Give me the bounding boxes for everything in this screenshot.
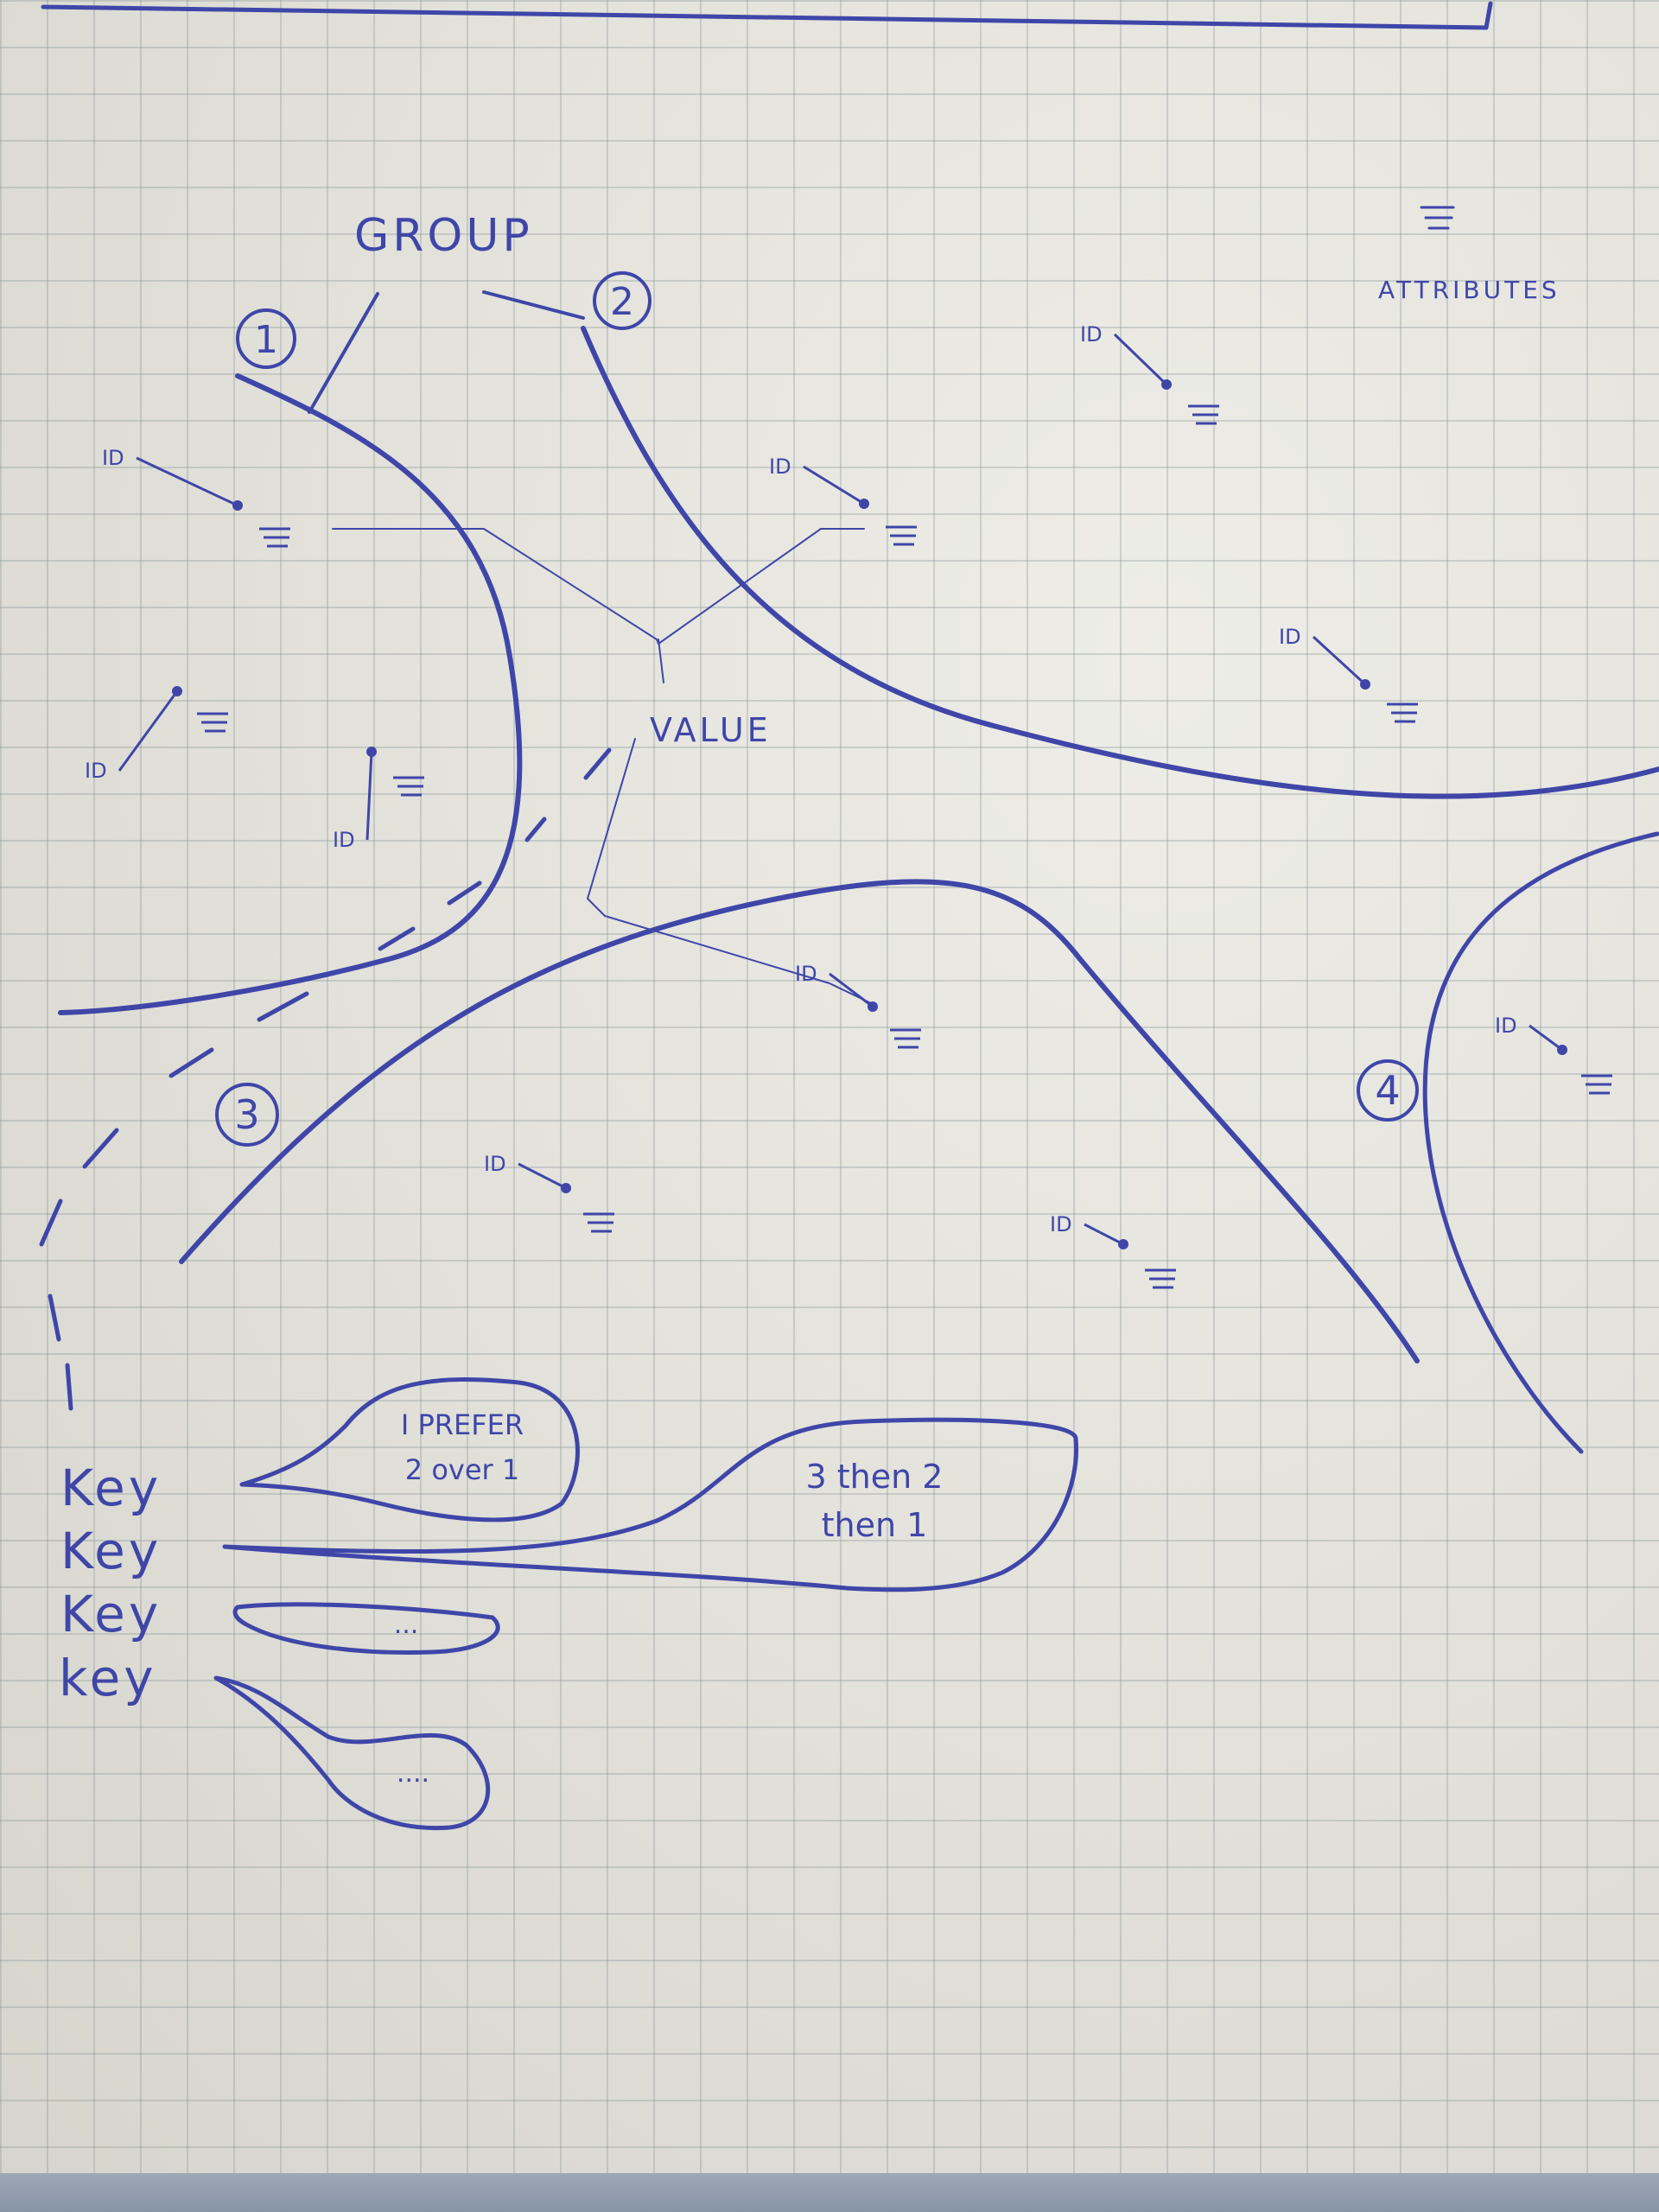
pin-dot [561,1183,571,1193]
pin-dot [232,500,243,511]
svg-text:2: 2 [610,280,634,324]
attribute-lines-icon [197,712,228,733]
curve-4 [1422,831,1659,1454]
bubble-small-dots: ... [394,1610,419,1640]
curve-1 [58,373,523,1015]
id-pin-7: ID [795,962,921,1049]
id-pointer-line [365,751,373,841]
curve-2 [581,326,1659,799]
id-pins-group: ID ID ID ID ID ID ID ID ID ID [85,322,1612,1289]
key-label-4: key [59,1649,157,1707]
id-pointer-line [136,456,238,507]
bubble-order-line-1: 3 then 2 [806,1458,944,1496]
group-pointer-2 [482,290,585,320]
attribute-lines-icon [1581,1074,1612,1095]
pin-dot [366,747,377,757]
bubble-prefer-line-1: I PREFER [401,1408,524,1441]
pin-dot [1118,1239,1128,1249]
bubble-prefer-line-2: 2 over 1 [405,1453,519,1486]
pin-dot [1557,1045,1567,1055]
bubble-order-line-2: then 1 [822,1506,928,1544]
id-pin-3: ID [333,747,424,852]
id-label: ID [1279,625,1301,649]
circled-number-4: 4 [1357,1059,1419,1122]
id-pin-8: ID [484,1152,614,1233]
page-top-border [41,1,1493,30]
id-label: ID [795,962,817,986]
id-label: ID [102,446,124,470]
pin-dot [172,686,182,696]
id-pin-9: ID [1050,1212,1176,1289]
id-pin-2: ID [85,686,228,783]
value-pointer-stem [658,639,664,683]
attribute-lines-icon [890,1028,921,1049]
id-label: ID [769,454,791,479]
key-label-2: Key [60,1522,162,1580]
bubble-cloud [213,1675,491,1831]
pin-dot [859,499,869,509]
value-pointer-b [658,528,865,645]
attribute-lines-icon [886,525,917,546]
value-pointer-down [587,738,874,1005]
attribute-lines-icon [1188,404,1219,425]
bubble-prefer [239,1377,580,1522]
attribute-lines-icon [259,527,290,548]
id-label: ID [1080,322,1103,346]
key-label-3: Key [60,1585,162,1643]
group-label: GROUP [354,210,533,262]
svg-text:1: 1 [254,318,278,362]
bubble-cloud-dots: .... [397,1758,429,1789]
id-pointer-line [1113,333,1168,386]
circled-number-2: 2 [593,271,652,330]
id-label: ID [85,759,107,783]
attribute-lines-icon [1145,1268,1176,1289]
id-label: ID [484,1152,506,1176]
curve-3 [179,879,1420,1363]
pin-dot [1360,679,1370,690]
value-label: VALUE [650,711,772,749]
key-label-1: Key [60,1459,162,1517]
id-pointer-line [518,1162,567,1190]
attribute-lines-icon [1387,702,1418,723]
bubble-order [222,1417,1079,1592]
svg-text:4: 4 [1375,1067,1400,1114]
attributes-label: ATTRIBUTES [1378,276,1560,304]
svg-text:3: 3 [234,1091,259,1138]
attributes-legend-icon [1420,206,1455,230]
id-pointer-line [1529,1024,1563,1052]
id-pin-1: ID [102,446,290,548]
id-pin-10: ID [1495,1014,1612,1095]
id-label: ID [1050,1212,1072,1236]
id-label: ID [333,828,355,852]
group-pointer-1 [308,292,379,414]
id-pointer-line [118,690,179,772]
id-pin-4: ID [769,454,917,546]
attribute-lines-icon [583,1212,614,1233]
circled-number-1: 1 [236,308,296,369]
attribute-lines-icon [393,776,424,797]
id-pointer-line [1312,635,1367,686]
circled-number-3: 3 [215,1083,279,1147]
id-pointer-line [1084,1223,1124,1246]
dashed-connector [39,747,612,1411]
pin-dot [868,1001,878,1012]
pin-dot [1161,379,1172,390]
id-pointer-line [803,465,865,505]
value-pointer-a [332,528,659,645]
desk-surface-edge [0,2173,1659,2212]
id-pointer-line [829,972,874,1008]
bubble-small [232,1602,500,1656]
id-label: ID [1495,1014,1517,1038]
id-pin-6: ID [1279,625,1418,723]
id-pin-5: ID [1080,322,1219,425]
